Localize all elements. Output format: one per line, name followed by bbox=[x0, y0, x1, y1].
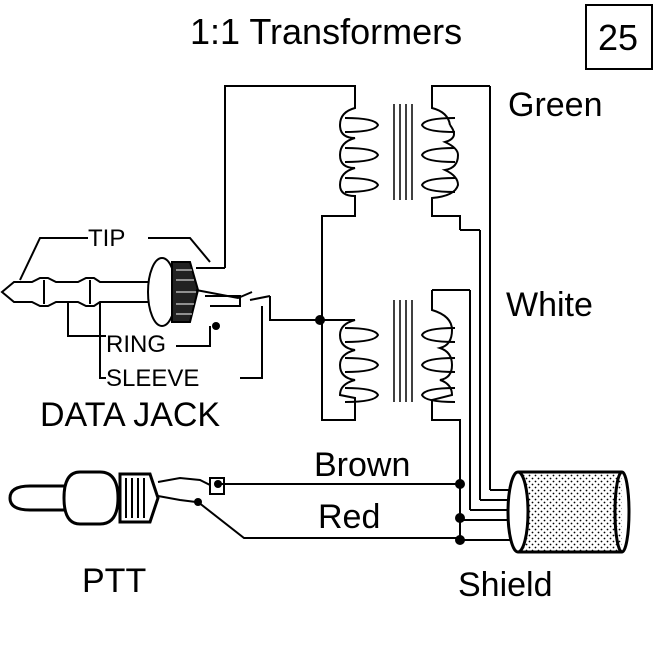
sleeve-label: SLEEVE bbox=[106, 365, 199, 392]
page-number: 25 bbox=[598, 17, 638, 58]
ptt-plug bbox=[8, 470, 225, 526]
ring-label: RING bbox=[106, 331, 166, 358]
white-label: White bbox=[506, 286, 593, 324]
brown-label: Brown bbox=[314, 446, 410, 484]
transformer-lower bbox=[321, 289, 461, 540]
ptt-wires bbox=[197, 479, 465, 545]
data-jack-callouts bbox=[19, 237, 263, 379]
ptt-label: PTT bbox=[82, 562, 146, 600]
shielded-cable bbox=[506, 470, 631, 554]
page-title: 1:1 Transformers bbox=[190, 11, 462, 52]
data-jack-label: DATA JACK bbox=[40, 396, 220, 434]
data-jack-plug bbox=[0, 257, 325, 330]
page-number-box: 25 bbox=[585, 4, 653, 70]
shield-label: Shield bbox=[458, 566, 553, 604]
transformer-upper bbox=[224, 85, 490, 320]
tip-label: TIP bbox=[88, 225, 125, 252]
green-label: Green bbox=[508, 86, 603, 124]
red-label: Red bbox=[318, 498, 380, 536]
